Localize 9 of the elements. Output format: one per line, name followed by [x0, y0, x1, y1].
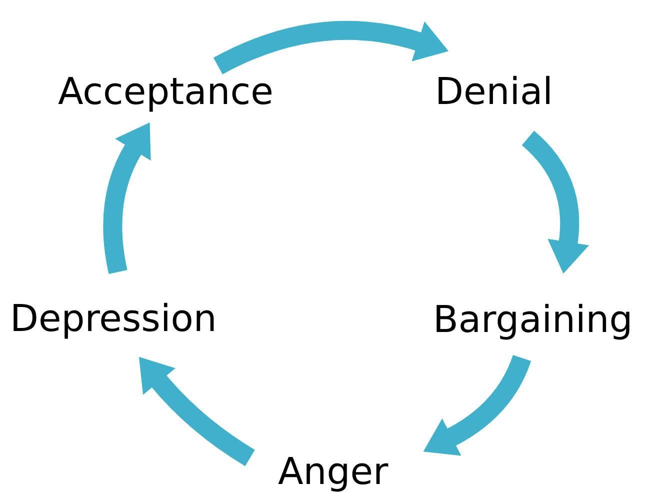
curved-arrow [424, 354, 531, 456]
stage-label: Depression [10, 297, 217, 341]
curved-arrow [214, 20, 449, 74]
stage-label: Acceptance [58, 70, 274, 114]
stage-label: Anger [278, 450, 388, 494]
curved-arrow [103, 122, 152, 274]
stage-label: Denial [435, 70, 553, 114]
stage-label: Bargaining [433, 298, 633, 342]
curved-arrow [138, 357, 255, 466]
